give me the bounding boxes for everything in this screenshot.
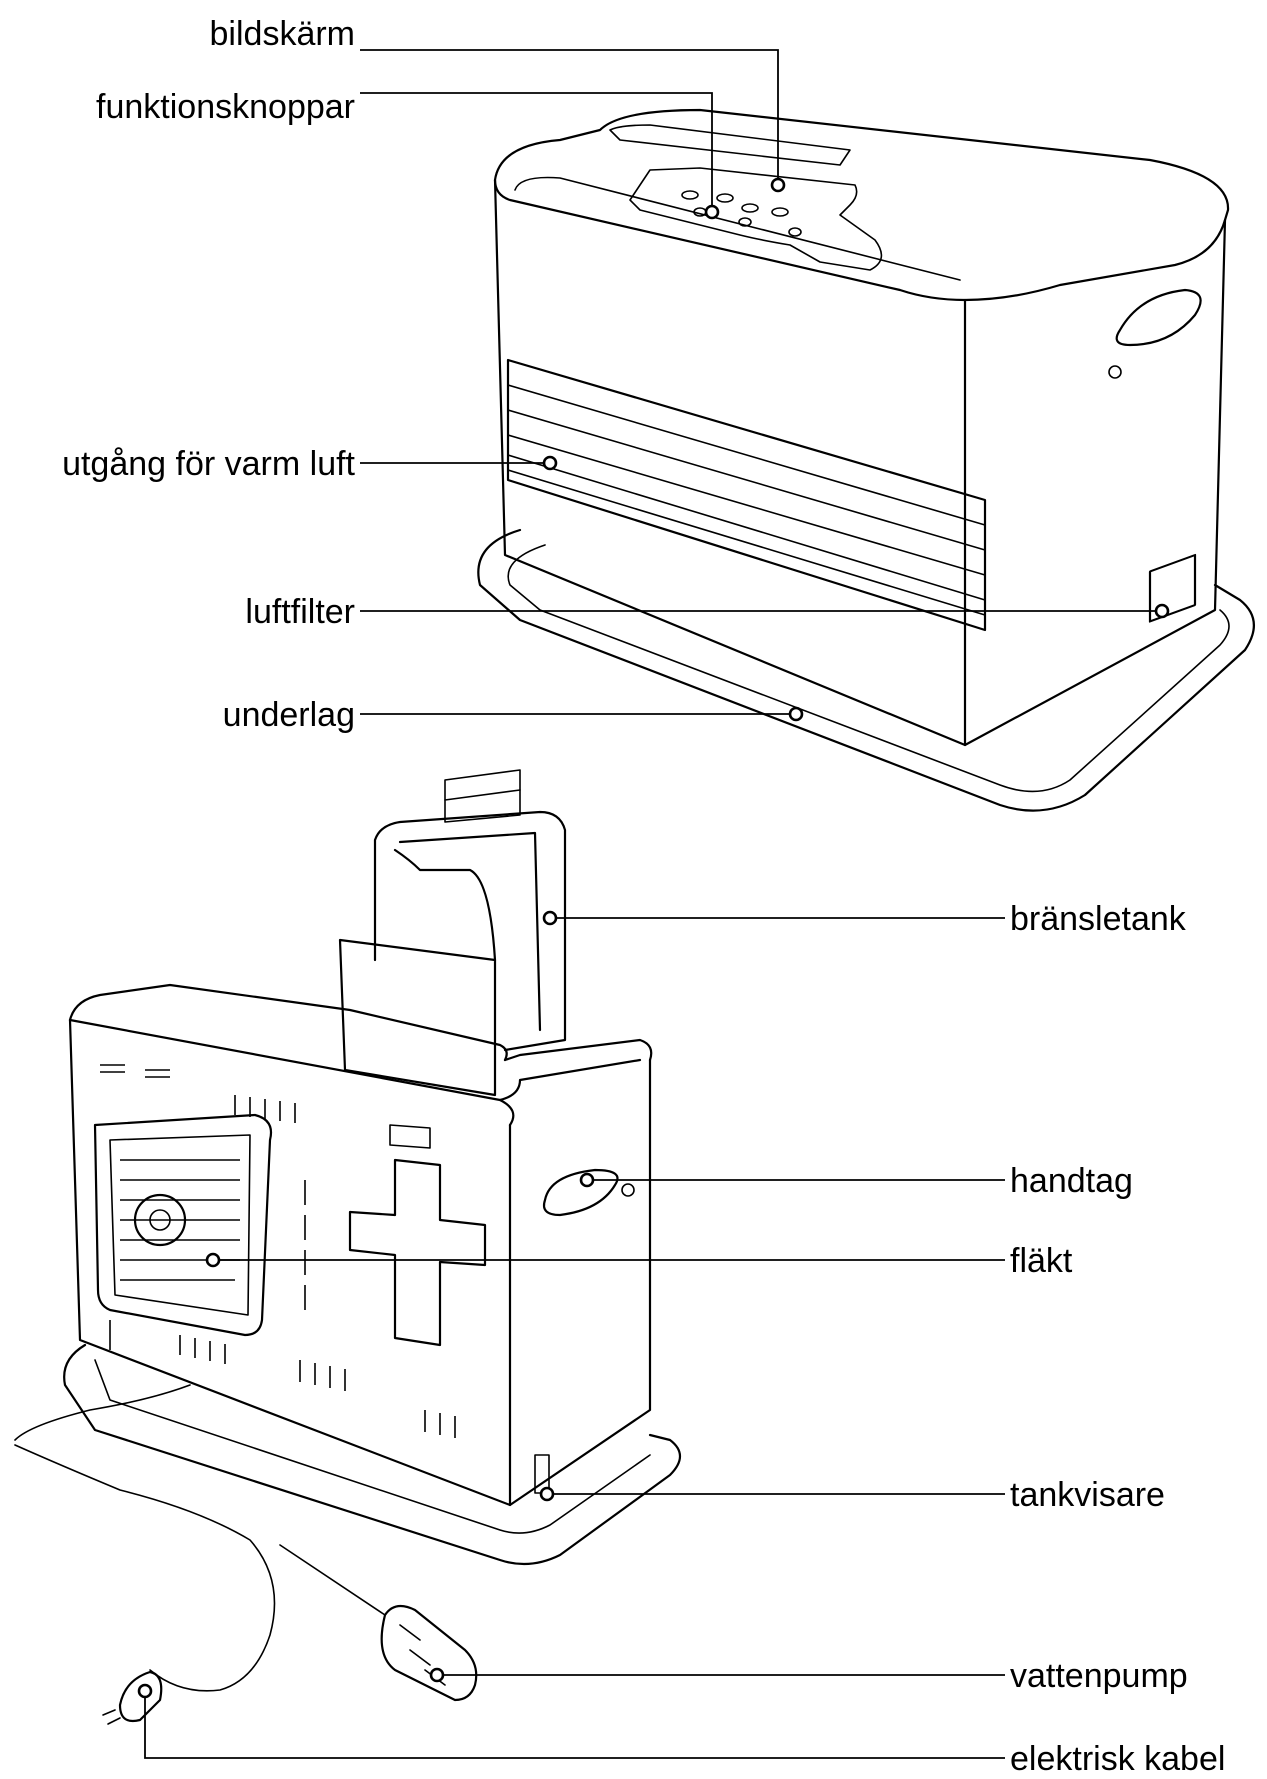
label-underlag: underlag — [223, 696, 355, 734]
label-bransletank: bränsletank — [1010, 900, 1187, 938]
hot-air-grille — [506, 358, 987, 632]
water-pump — [279, 1544, 478, 1702]
label-tankvisare: tankvisare — [1010, 1476, 1165, 1514]
dot-funktionsknoppar — [704, 204, 720, 220]
dot-luftfilter — [1154, 603, 1170, 619]
fuel-tank — [338, 769, 567, 1097]
dot-handtag — [579, 1172, 595, 1188]
label-bildskarm: bildskärm — [210, 15, 355, 53]
label-luftfilter: luftfilter — [245, 593, 355, 631]
part-labels: bildskärm funktionsknoppar utgång för va… — [62, 15, 1225, 1778]
dot-underlag — [788, 706, 804, 722]
label-funktionsknoppar: funktionsknoppar — [96, 88, 355, 126]
label-handtag: handtag — [1010, 1162, 1133, 1200]
label-vattenpump: vattenpump — [1010, 1657, 1188, 1695]
dot-tankvisare — [539, 1486, 555, 1502]
dot-kabel — [137, 1683, 153, 1699]
dot-bildskarm — [770, 177, 786, 193]
dot-utgang — [542, 455, 558, 471]
side-handle — [1115, 288, 1202, 347]
rear-handle — [542, 1168, 619, 1217]
leader-lines — [144, 49, 1162, 1759]
heater-rear-illustration — [14, 769, 682, 1725]
dot-bransletank — [542, 910, 558, 926]
heater-front-illustration — [477, 108, 1255, 812]
label-kabel: elektrisk kabel — [1010, 1740, 1225, 1778]
pointer-dots — [137, 177, 1170, 1699]
vent-slots — [100, 1064, 456, 1438]
fan-grille — [93, 1113, 273, 1337]
dot-vattenpump — [429, 1667, 445, 1683]
label-flakt: fläkt — [1010, 1242, 1073, 1280]
power-cable — [14, 1384, 276, 1692]
plug — [118, 1670, 163, 1723]
cross-panel — [348, 1158, 487, 1347]
air-filter — [1148, 553, 1197, 623]
label-utgang: utgång för varm luft — [62, 445, 355, 483]
dot-flakt — [205, 1252, 221, 1268]
